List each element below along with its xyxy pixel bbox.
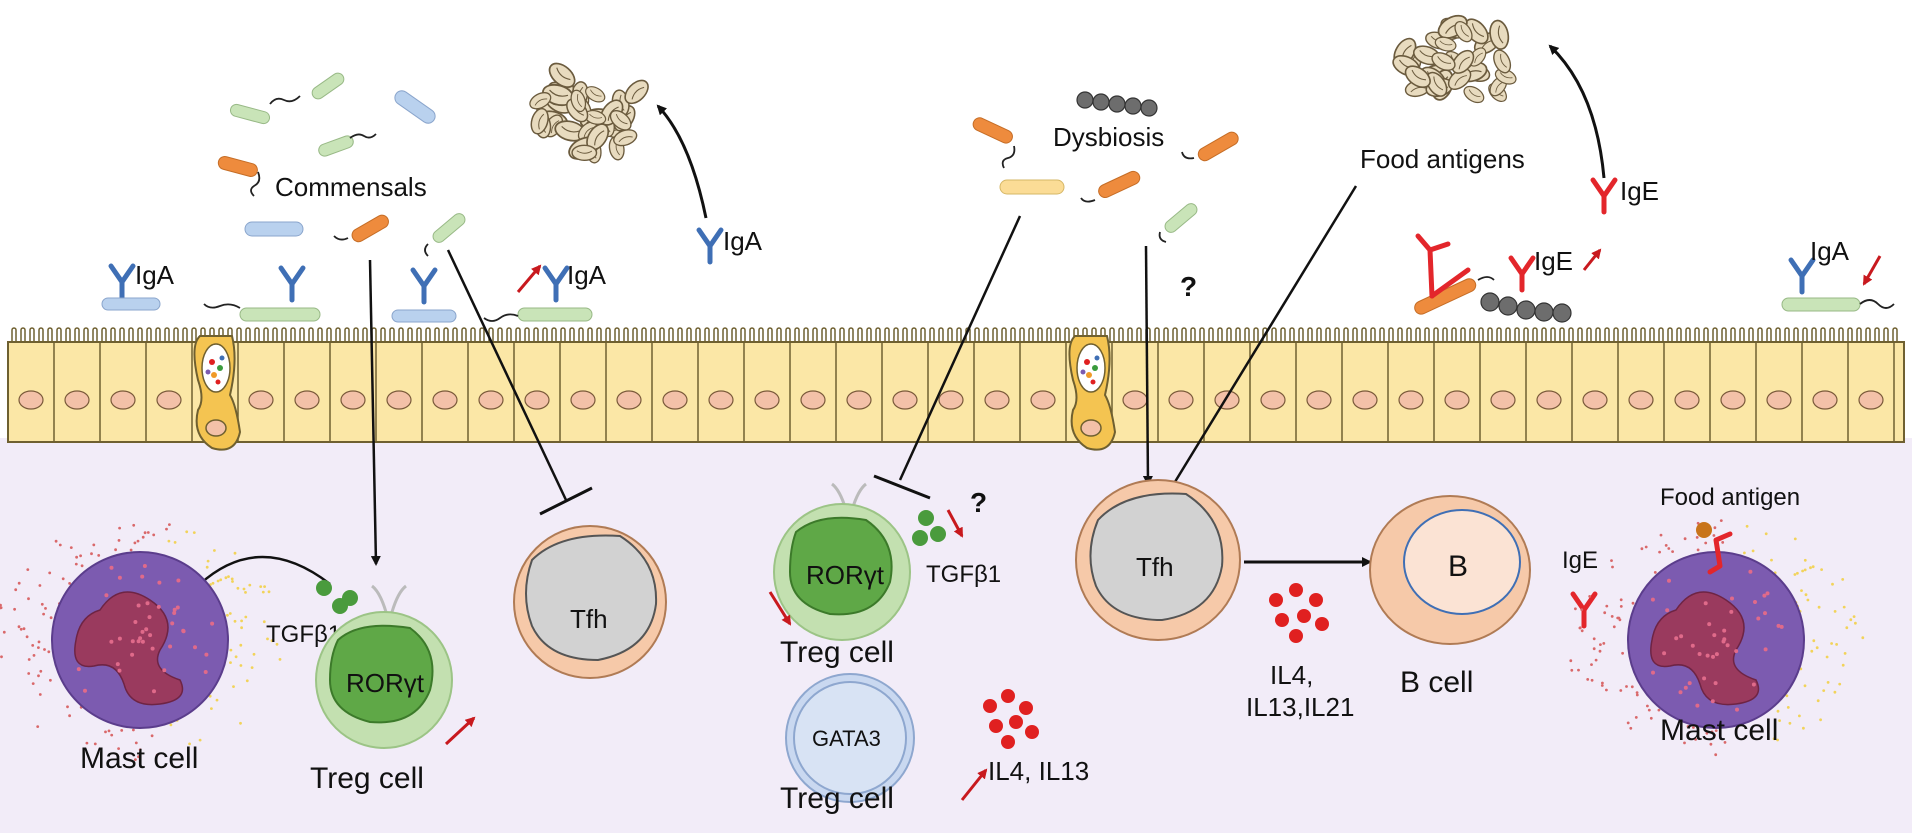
mast-cell-label-right: Mast cell: [1660, 714, 1778, 747]
ige-label-mid: IgE: [1534, 246, 1573, 276]
tfh-label-right: Tfh: [1136, 552, 1174, 582]
rorgt-label-middle: RORγt: [806, 560, 885, 590]
ige-label-top: IgE: [1620, 176, 1659, 206]
treg-label-middle: Treg cell: [780, 636, 894, 669]
treg-label-left: Treg cell: [310, 762, 424, 795]
question-mark-1: ?: [1180, 271, 1197, 302]
il4-label-line2: IL13,IL21: [1246, 692, 1354, 722]
b-cell-label: B cell: [1400, 666, 1473, 699]
b-label: B: [1448, 550, 1468, 583]
rorgt-label-left: RORγt: [346, 668, 425, 698]
dysbiosis-label: Dysbiosis: [1053, 122, 1164, 152]
epithelium: [8, 328, 1904, 442]
tfh-label-left: Tfh: [570, 604, 608, 634]
gata3-label: GATA3: [812, 726, 881, 751]
tgfb1-label-middle: TGFβ1: [926, 561, 1001, 588]
iga-label-right: IgA: [1810, 236, 1850, 266]
mast-cell-label-left: Mast cell: [80, 742, 198, 775]
iga-label-left: IgA: [135, 260, 175, 290]
commensals-label: Commensals: [275, 172, 427, 202]
food-antigen-label: Food antigen: [1660, 484, 1800, 511]
tfh-cell-right: Tfh: [1076, 480, 1240, 640]
food-antigens-label: Food antigens: [1360, 144, 1525, 174]
treg-label-gata3: Treg cell: [780, 782, 894, 815]
iga-label-up: IgA: [567, 260, 607, 290]
iga-label-free: IgA: [723, 226, 763, 256]
il4-il13-label: IL4, IL13: [988, 756, 1089, 786]
il4-label-line1: IL4,: [1270, 660, 1313, 690]
question-mark-2: ?: [970, 487, 987, 518]
ige-label-right: IgE: [1562, 547, 1598, 574]
tfh-cell-left: Tfh: [514, 526, 666, 678]
